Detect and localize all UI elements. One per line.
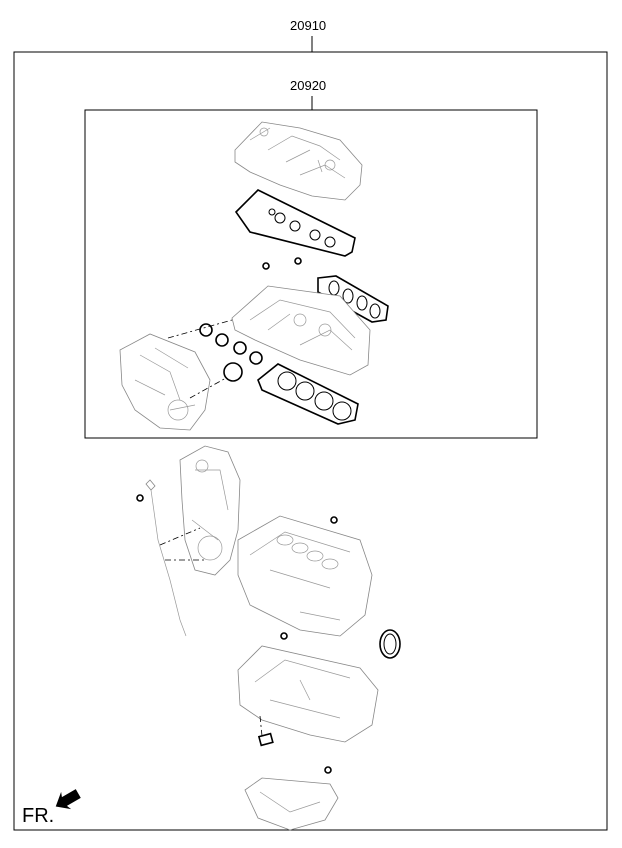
- cylinder-block: [237, 515, 373, 637]
- block-plug: [330, 516, 338, 524]
- lower-crankcase: [237, 645, 379, 743]
- crankcase-seal: [280, 632, 288, 640]
- exhaust-manifold-gasket: [317, 275, 389, 323]
- inner-kit-frame: [84, 109, 538, 439]
- cylinder-head: [231, 285, 371, 376]
- drain-plug-washer: [324, 766, 332, 774]
- oil-pump-pickup-gasket: [257, 732, 274, 747]
- front-direction-label: FR.: [22, 805, 54, 827]
- dipstick-seal: [136, 494, 144, 502]
- rear-crank-seal: [379, 629, 401, 659]
- front-arrow-icon: [55, 789, 81, 810]
- outer-kit-frame: [13, 51, 608, 831]
- assembly-leader: [159, 527, 205, 561]
- inner-kit-label: 20920: [290, 78, 326, 93]
- head-cover-gasket: [234, 189, 356, 257]
- intake-gasket-ring: [199, 323, 213, 337]
- seal-ring: [294, 257, 302, 265]
- intake-manifold: [119, 333, 211, 431]
- throttle-gasket-ring: [223, 362, 243, 382]
- oil-pan: [244, 777, 339, 831]
- assembly-leader: [259, 715, 263, 737]
- assembly-leader: [167, 319, 233, 399]
- intake-gasket-ring: [233, 341, 247, 355]
- intake-gasket-ring: [249, 351, 263, 365]
- oil-dipstick: [145, 479, 187, 637]
- cylinder-head-cover: [234, 121, 363, 201]
- outer-kit-label: 20910: [290, 18, 326, 33]
- timing-chain-cover: [179, 445, 241, 576]
- cylinder-head-gasket: [257, 363, 359, 425]
- seal-ring: [262, 262, 270, 270]
- intake-gasket-ring: [215, 333, 229, 347]
